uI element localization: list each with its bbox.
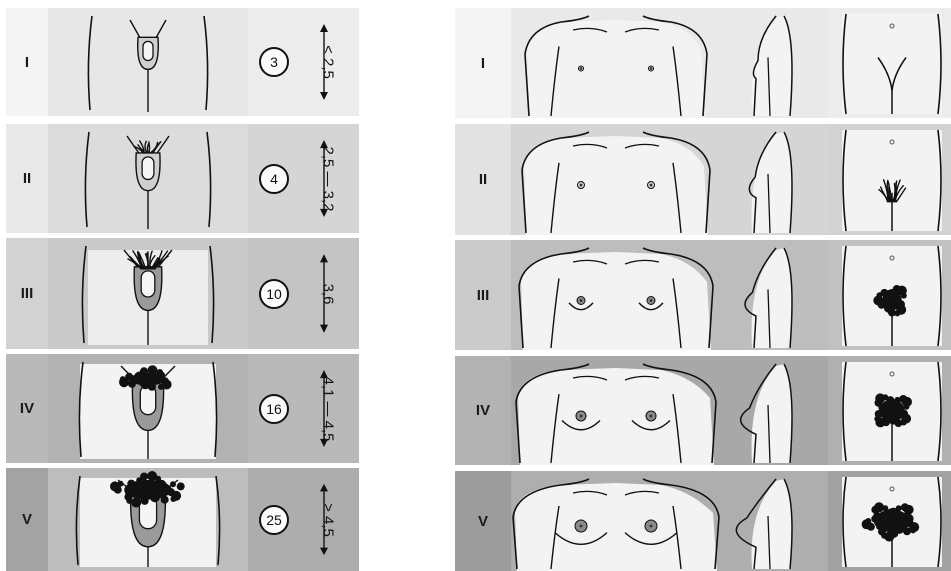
female-pubic-drawing [828, 124, 951, 235]
female-pubic-illustration [828, 356, 951, 465]
female-breast-drawing [511, 240, 828, 350]
female-stage-row: II [455, 124, 951, 235]
female-breast-illustration [511, 240, 828, 350]
stage-numeral: IV [20, 400, 34, 417]
female-pubic-illustration [828, 471, 951, 571]
volume-circle: 16 [259, 394, 289, 424]
female-breast-illustration [511, 356, 828, 465]
male-stage-row: I 3 < 2,5 [6, 8, 359, 116]
female-stage-row: I [455, 8, 951, 118]
testicular-length: < 2,5 [306, 8, 356, 116]
torso-front [522, 132, 710, 235]
length-value: 2,5 — 3,2 [320, 146, 337, 211]
female-stage-row: IV [455, 356, 951, 465]
female-pubic-illustration [828, 124, 951, 235]
female-breast-drawing [511, 8, 828, 118]
female-pubic-drawing [828, 240, 951, 350]
female-pubic-illustration [828, 240, 951, 350]
female-stage-label: IV [455, 356, 511, 465]
stage-numeral: II [479, 171, 487, 188]
stage-numeral: V [478, 513, 488, 530]
testicular-volume: 4 [254, 124, 294, 233]
female-stage-row: III [455, 240, 951, 350]
stage-numeral: III [477, 287, 490, 304]
male-genital-drawing [48, 354, 248, 463]
torso-front [519, 248, 713, 350]
female-stage-label: V [455, 471, 511, 571]
stage-numeral: I [481, 55, 485, 72]
stage-numeral: IV [476, 402, 490, 419]
male-genital-drawing [48, 124, 248, 233]
testicular-length: 2,5 — 3,2 [306, 124, 356, 233]
length-value: 4,1 — 4,5 [320, 376, 337, 441]
male-stage-row: II 4 2,5 — 3,2 [6, 124, 359, 233]
stage-numeral: III [21, 285, 34, 302]
female-breast-illustration [511, 8, 828, 118]
length-value: < 2,5 [320, 45, 337, 79]
testicular-volume: 16 [254, 354, 294, 463]
torso-side-profile [745, 248, 792, 348]
torso-front [513, 479, 719, 571]
testicular-length: > 4,5 [306, 468, 356, 571]
female-pubic-illustration [828, 8, 951, 118]
male-genital-drawing [48, 238, 248, 349]
length-value: 3,6 [320, 283, 337, 304]
male-stage-label: III [6, 238, 48, 349]
female-breast-illustration [511, 471, 828, 571]
male-genital-drawing [48, 8, 248, 116]
female-breast-illustration [511, 124, 828, 235]
male-genital-illustration [48, 8, 248, 116]
torso-front [525, 16, 707, 118]
torso-front [516, 364, 716, 465]
male-stage-row: V 25 > 4,5 [6, 468, 359, 571]
male-stage-label: I [6, 8, 48, 116]
length-value: > 4,5 [320, 503, 337, 537]
volume-circle: 3 [259, 47, 289, 77]
male-genital-illustration [48, 468, 248, 571]
stage-numeral: II [23, 170, 31, 187]
male-stage-row: III 10 3,6 [6, 238, 359, 349]
female-pubic-drawing [828, 8, 951, 118]
testicular-volume: 25 [254, 468, 294, 571]
stage-numeral: I [25, 54, 29, 71]
stage-numeral: V [22, 511, 32, 528]
female-stage-label: I [455, 8, 511, 118]
male-genital-illustration [48, 354, 248, 463]
male-genital-drawing [48, 468, 248, 571]
female-breast-drawing [511, 471, 828, 571]
female-stage-label: III [455, 240, 511, 350]
male-stage-label: IV [6, 354, 48, 463]
torso-side-profile [741, 364, 792, 463]
male-stage-label: II [6, 124, 48, 233]
testicular-length: 3,6 [306, 238, 356, 349]
female-breast-drawing [511, 124, 828, 235]
testicular-length: 4,1 — 4,5 [306, 354, 356, 463]
testicular-volume: 10 [254, 238, 294, 349]
testicular-volume: 3 [254, 8, 294, 116]
volume-circle: 25 [259, 505, 289, 535]
volume-circle: 10 [259, 279, 289, 309]
female-stage-row: V [455, 471, 951, 571]
male-genital-illustration [48, 124, 248, 233]
female-pubic-drawing [828, 356, 951, 465]
pubic-hair [874, 393, 912, 427]
female-stage-label: II [455, 124, 511, 235]
torso-side-profile [749, 132, 792, 233]
male-stage-row: IV 16 4,1 — 4,5 [6, 354, 359, 463]
female-pubic-drawing [828, 471, 951, 571]
male-genital-illustration [48, 238, 248, 349]
male-stage-label: V [6, 468, 48, 571]
female-breast-drawing [511, 356, 828, 465]
torso-side-profile [736, 479, 792, 569]
volume-circle: 4 [259, 164, 289, 194]
torso-side-profile [752, 16, 793, 116]
